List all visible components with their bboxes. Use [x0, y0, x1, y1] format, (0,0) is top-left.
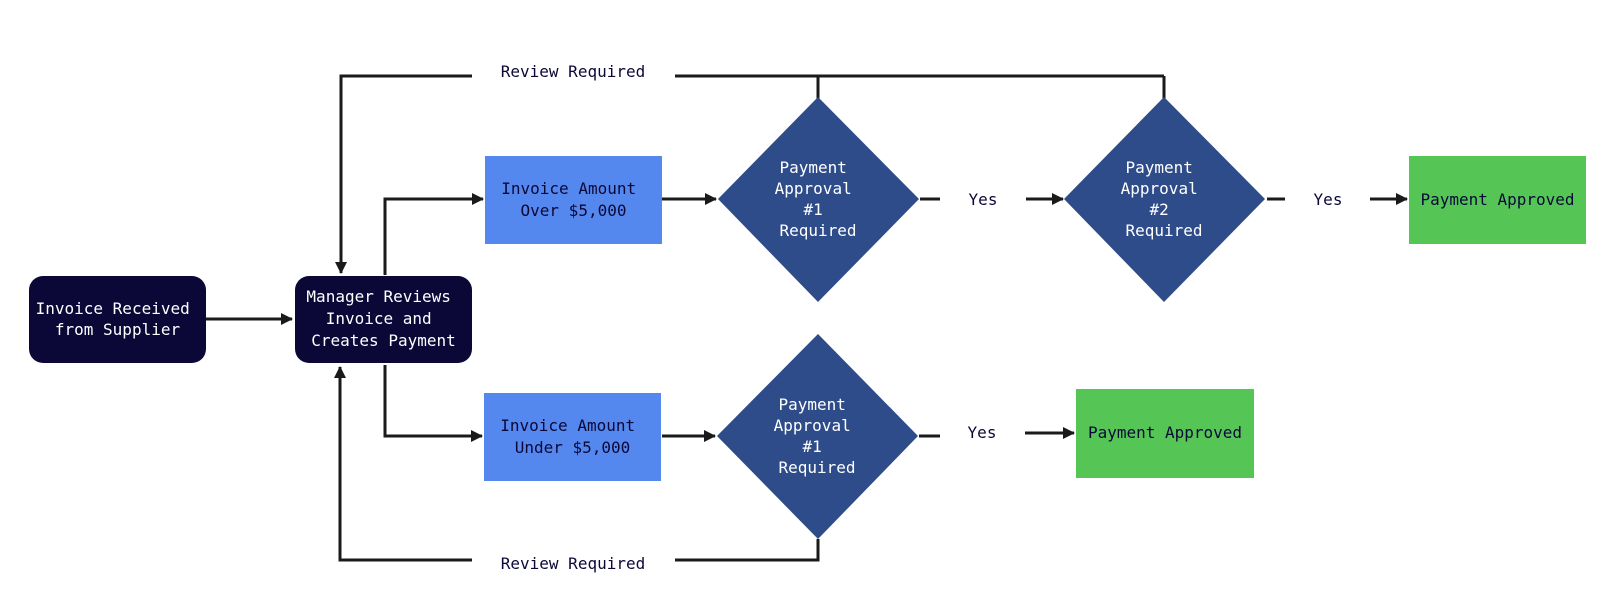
edge-review-top-left: [335, 74, 472, 274]
node-approval1-top-line-2: Approval: [775, 179, 852, 198]
node-over-5000-shape: [485, 156, 662, 244]
node-approval1-bottom-shape: [717, 334, 918, 539]
node-approval1-bottom-line-4: Required: [778, 458, 855, 477]
node-approval2-top-line-4: Required: [1125, 221, 1202, 240]
node-over-5000-text: Invoice Amount Over $5,000: [501, 179, 646, 220]
node-approval2-top-text: Payment Approval #2 Required: [1121, 158, 1208, 240]
label-review-required-top: Review Required: [501, 62, 646, 81]
node-approval1-top: Payment Approval #1 Required: [718, 97, 919, 302]
node-approved-top-shape: [1409, 156, 1586, 244]
node-approval1-bottom-line-2: Approval: [774, 416, 851, 435]
node-approved-bottom: Payment Approved: [1076, 389, 1254, 478]
node-invoice-received-text: Invoice Received from Supplier: [36, 299, 200, 339]
node-manager-reviews: Manager Reviews Invoice and Creates Paym…: [295, 276, 472, 363]
node-invoice-received: Invoice Received from Supplier: [29, 276, 206, 363]
node-invoice-received-line-2: from Supplier: [55, 320, 181, 339]
node-approval1-top-text: Payment Approval #1 Required: [775, 158, 862, 240]
label-yes-top-2: Yes: [1314, 190, 1343, 209]
node-under-5000-line-1: Invoice Amount: [500, 416, 635, 435]
edge-review-bottom-left: [334, 366, 472, 562]
label-yes-bottom: Yes: [968, 423, 997, 442]
node-approval1-top-line-4: Required: [779, 221, 856, 240]
label-yes-top-1: Yes: [969, 190, 998, 209]
node-manager-reviews-shape: [295, 276, 472, 363]
node-over-5000: Invoice Amount Over $5,000: [485, 156, 662, 244]
node-approval2-top-line-3: #2: [1150, 200, 1169, 219]
connectors: [203, 74, 1408, 562]
node-over-5000-line-2: Over $5,000: [521, 201, 627, 220]
node-approved-top-line-1: Payment Approved: [1420, 190, 1574, 209]
node-manager-reviews-line-1: Manager Reviews: [306, 287, 451, 306]
edge-manager-to-under: [383, 365, 483, 442]
node-approved-top: Payment Approved: [1409, 156, 1586, 244]
edge-review-bottom-right: [675, 539, 820, 562]
edge-labels: Review Required Review Required Yes Yes …: [501, 62, 1343, 573]
node-approval1-bottom-line-1: Payment: [778, 395, 845, 414]
node-approval1-top-shape: [718, 97, 919, 302]
node-manager-reviews-line-2: Invoice and: [326, 309, 432, 328]
node-under-5000-shape: [484, 393, 661, 481]
node-approved-bottom-line-1: Payment Approved: [1088, 423, 1242, 442]
node-approval1-top-line-1: Payment: [779, 158, 846, 177]
node-invoice-received-line-1: Invoice Received: [36, 299, 190, 318]
node-approval2-top: Payment Approval #2 Required: [1064, 97, 1265, 302]
node-approved-bottom-text: Payment Approved: [1088, 423, 1242, 442]
edge-manager-to-over: [383, 193, 484, 275]
node-approval1-top-line-3: #1: [804, 200, 823, 219]
node-approval2-top-shape: [1064, 97, 1265, 302]
node-under-5000-line-2: Under $5,000: [515, 438, 631, 457]
node-approved-bottom-shape: [1076, 389, 1254, 478]
node-approval2-top-line-2: Approval: [1121, 179, 1198, 198]
node-under-5000-text: Invoice Amount Under $5,000: [500, 416, 645, 457]
node-invoice-received-shape: [29, 276, 206, 363]
node-manager-reviews-line-3: Creates Payment: [311, 331, 456, 350]
node-manager-reviews-text: Manager Reviews Invoice and Creates Paym…: [306, 287, 460, 350]
node-approval1-bottom-line-3: #1: [803, 437, 822, 456]
node-under-5000: Invoice Amount Under $5,000: [484, 393, 661, 481]
node-approval2-top-line-1: Payment: [1125, 158, 1192, 177]
node-over-5000-line-1: Invoice Amount: [501, 179, 636, 198]
label-review-required-bottom: Review Required: [501, 554, 646, 573]
node-approval1-bottom-text: Payment Approval #1 Required: [774, 395, 861, 477]
node-approval1-bottom: Payment Approval #1 Required: [717, 334, 918, 539]
node-approved-top-text: Payment Approved: [1420, 190, 1574, 209]
